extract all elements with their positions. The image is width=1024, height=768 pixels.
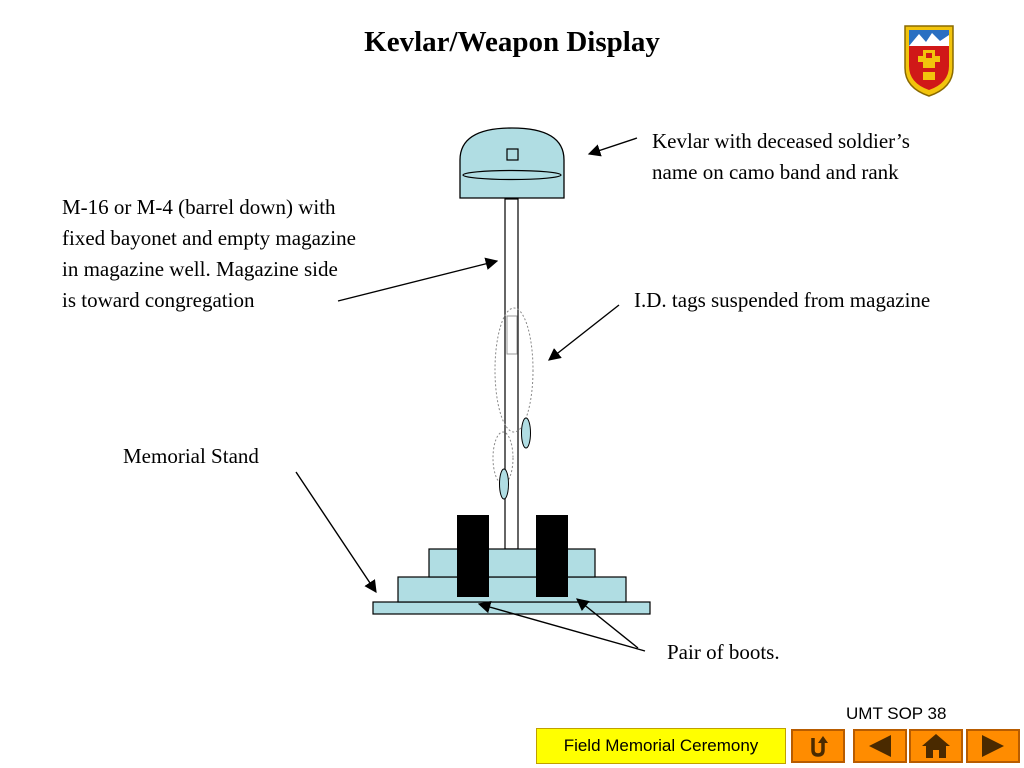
kevlar-arrow [587,137,638,157]
next-slide-button[interactable] [966,729,1020,763]
home-button[interactable] [909,729,963,763]
stand-arrow [295,471,377,594]
rank-insignia [506,148,519,161]
previous-arrow-icon [869,735,891,757]
slide-reference: UMT SOP 38 [846,704,947,723]
boots-arrow-right [576,598,639,649]
memorial-stand-label: Memorial Stand [123,444,259,468]
boots-arrow-left [477,601,646,652]
kevlar-helmet [459,127,565,199]
boots-label: Pair of boots. [667,640,780,664]
memorial-stand [372,548,651,615]
id-tags [492,307,534,500]
rifle-arrow [337,257,499,302]
course-title-box: Field Memorial Ceremony [536,728,786,764]
home-icon [922,734,950,758]
page-title: Kevlar/Weapon Display [364,26,660,58]
return-icon [811,736,828,757]
rifle-label: M-16 or M-4 (barrel down) with fixed bay… [62,195,356,312]
previous-slide-button[interactable] [853,729,907,763]
id-tags-label: I.D. tags suspended from magazine [634,288,931,312]
boots [457,515,568,597]
unit-crest-icon [904,25,954,97]
id-tags-arrow [548,304,620,361]
rifle [504,198,519,550]
return-button[interactable] [791,729,845,763]
course-title: Field Memorial Ceremony [563,736,759,755]
next-arrow-icon [982,735,1004,757]
kevlar-label: Kevlar with deceased soldier’s name on c… [652,129,910,184]
